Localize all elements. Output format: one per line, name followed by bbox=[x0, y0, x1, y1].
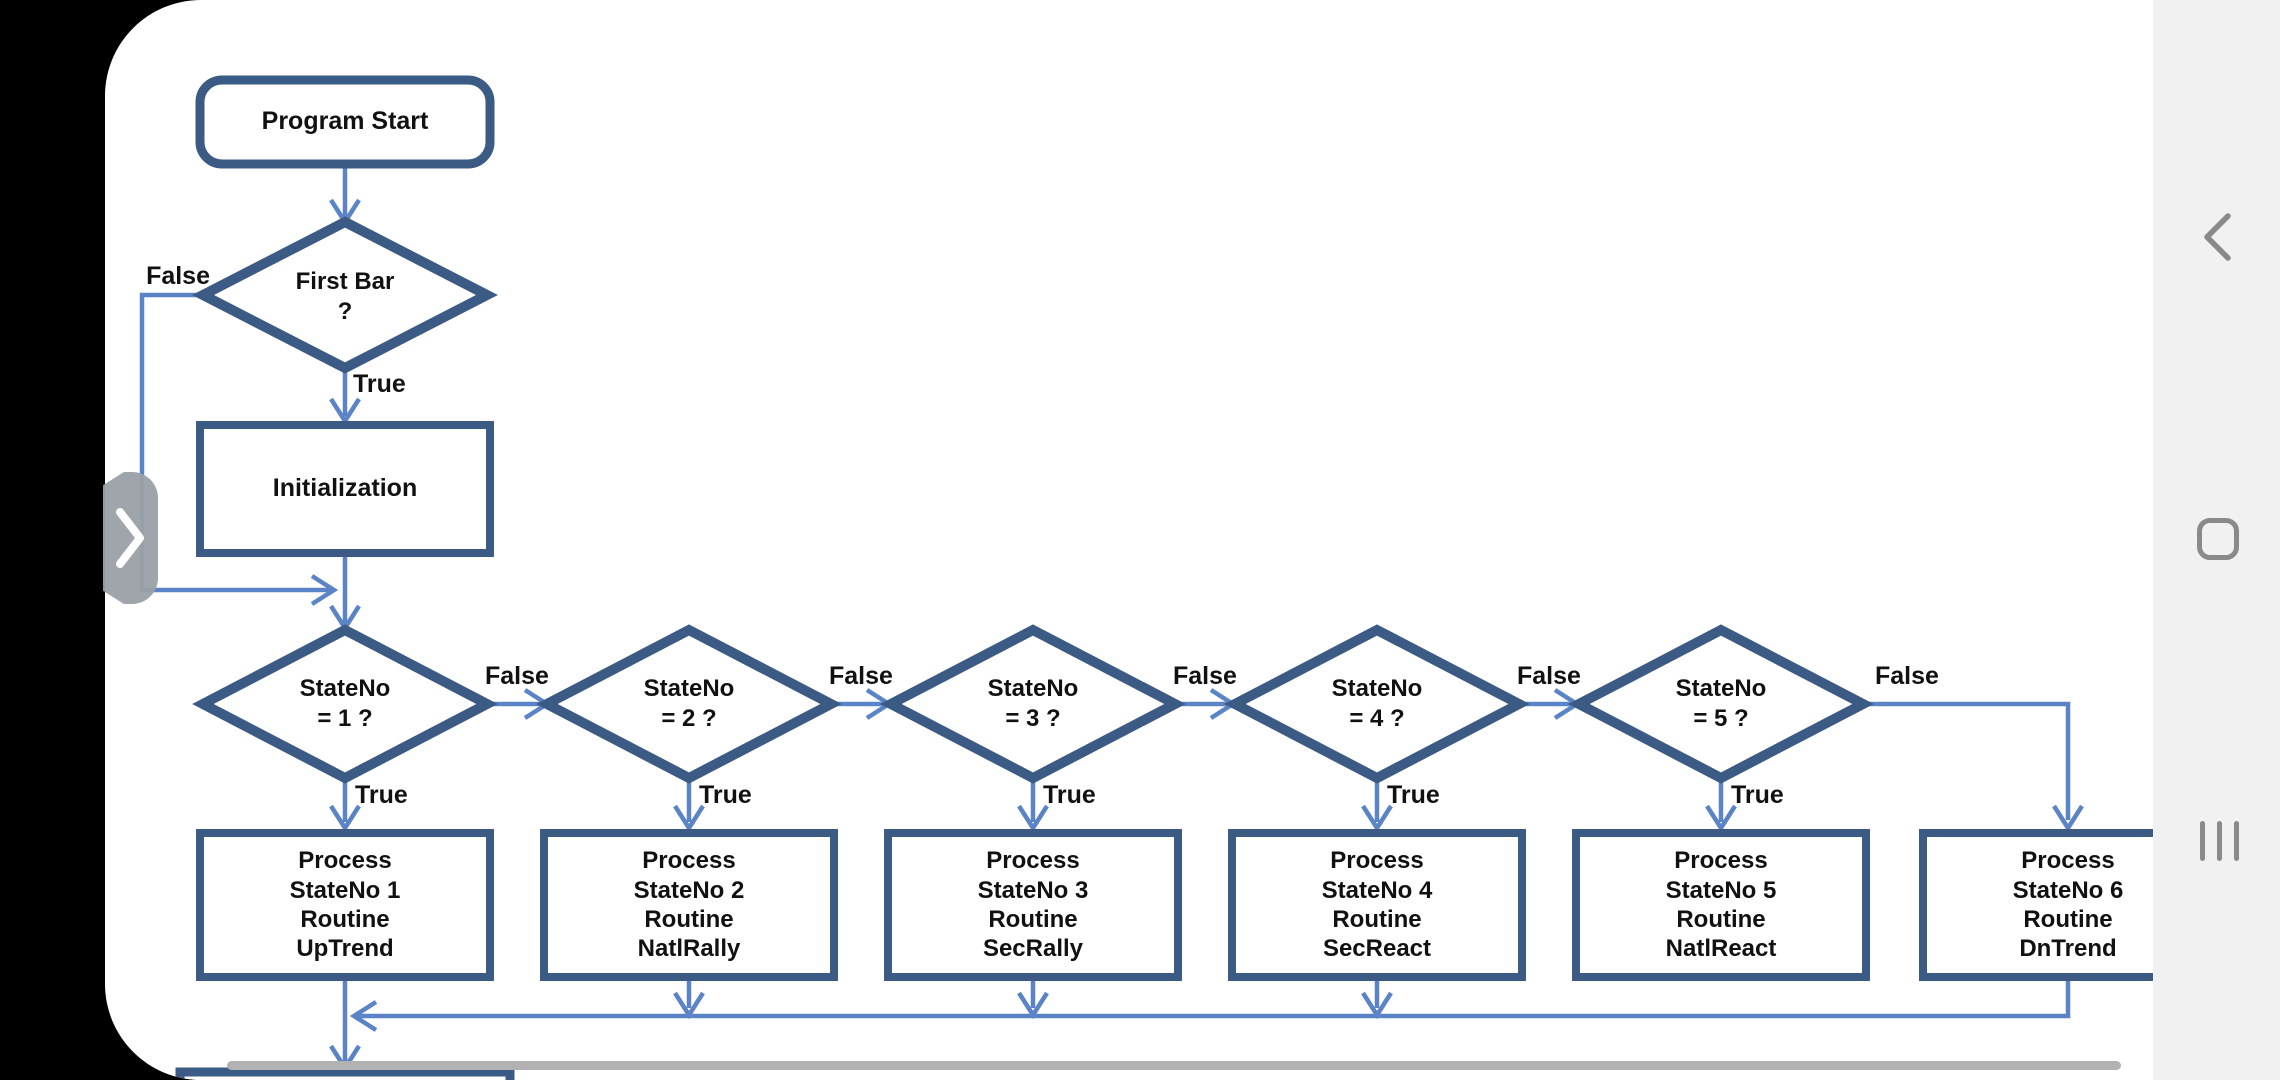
arrowhead-down-icon bbox=[1017, 991, 1049, 1020]
node-process-6: Process StateNo 6 Routine DnTrend bbox=[2012, 847, 2124, 963]
arrowhead-left-icon bbox=[349, 1000, 378, 1032]
flowchart-connectors bbox=[139, 164, 2084, 1073]
label-firstbar-false: False bbox=[146, 262, 210, 290]
node-process-1: Process StateNo 1 Routine UpTrend bbox=[289, 847, 401, 963]
label-d1-true: True bbox=[355, 781, 408, 809]
label-d5-false: False bbox=[1875, 662, 1939, 690]
chevron-right-icon bbox=[116, 508, 144, 568]
shape-process-6 bbox=[1919, 829, 2153, 981]
horizontal-scrollbar[interactable] bbox=[227, 1061, 2121, 1070]
label-d1-false: False bbox=[485, 662, 549, 690]
shape-process-4 bbox=[1228, 829, 1526, 981]
node-decision-4: StateNo = 4 ? bbox=[1331, 675, 1423, 732]
arrowhead-down-icon bbox=[673, 991, 705, 1020]
shape-program-start bbox=[195, 75, 495, 169]
label-d4-false: False bbox=[1517, 662, 1581, 690]
node-process-3: Process StateNo 3 Routine SecRally bbox=[977, 847, 1089, 963]
node-program-start: Program Start bbox=[261, 107, 429, 136]
shape-next-node-partial bbox=[175, 1067, 515, 1080]
node-process-2: Process StateNo 2 Routine NatlRally bbox=[633, 847, 745, 963]
document-viewer[interactable]: Program Start First Bar ? Initialization… bbox=[105, 0, 2153, 1080]
node-process-5: Process StateNo 5 Routine NatlReact bbox=[1665, 847, 1777, 963]
arrowhead-down-icon bbox=[673, 804, 705, 833]
shape-d3-diamond bbox=[880, 624, 1186, 784]
shape-process-5 bbox=[1572, 829, 1870, 981]
shape-initialization bbox=[196, 421, 494, 557]
home-button[interactable] bbox=[2197, 518, 2239, 560]
back-button[interactable] bbox=[2199, 211, 2239, 263]
shape-firstbar-diamond bbox=[192, 216, 498, 374]
arrowhead-down-icon bbox=[329, 804, 361, 833]
shape-process-1 bbox=[196, 829, 494, 981]
shape-process-2 bbox=[540, 829, 838, 981]
recents-button[interactable] bbox=[2200, 821, 2239, 861]
recents-bar-icon bbox=[2200, 821, 2205, 861]
node-process-4: Process StateNo 4 Routine SecReact bbox=[1321, 847, 1433, 963]
shape-d1-diamond bbox=[192, 624, 498, 784]
label-d3-false: False bbox=[1173, 662, 1237, 690]
flowchart-shapes bbox=[175, 75, 2153, 1080]
label-d2-false: False bbox=[829, 662, 893, 690]
android-nav-bar bbox=[2153, 0, 2280, 1080]
edge-panel-handle[interactable] bbox=[103, 472, 158, 604]
arrowhead-down-icon bbox=[1361, 804, 1393, 833]
node-initialization: Initialization bbox=[272, 474, 418, 503]
node-decision-2: StateNo = 2 ? bbox=[643, 675, 735, 732]
label-d4-true: True bbox=[1387, 781, 1440, 809]
chevron-left-icon bbox=[2204, 213, 2231, 261]
shape-d5-diamond bbox=[1568, 624, 1874, 784]
arrowhead-down-icon bbox=[2052, 804, 2084, 833]
arrowhead-down-icon bbox=[1705, 804, 1737, 833]
shape-process-3 bbox=[884, 829, 1182, 981]
arrowhead-down-icon bbox=[1361, 991, 1393, 1020]
shape-d4-diamond bbox=[1224, 624, 1530, 784]
label-d2-true: True bbox=[699, 781, 752, 809]
shape-d2-diamond bbox=[536, 624, 842, 784]
node-first-bar: First Bar ? bbox=[295, 268, 395, 325]
node-decision-5: StateNo = 5 ? bbox=[1675, 675, 1767, 732]
recents-bar-icon bbox=[2234, 821, 2239, 861]
edge-collector bbox=[354, 977, 2071, 1019]
arrowhead-right-icon bbox=[310, 574, 339, 606]
label-d5-true: True bbox=[1731, 781, 1784, 809]
label-firstbar-true: True bbox=[353, 370, 406, 398]
flowchart-page: Program Start First Bar ? Initialization… bbox=[105, 0, 2153, 1080]
recents-bar-icon bbox=[2217, 821, 2222, 861]
edge-firstbar-false-loop bbox=[139, 292, 330, 593]
flowchart-graphics bbox=[139, 75, 2153, 1080]
node-decision-3: StateNo = 3 ? bbox=[987, 675, 1079, 732]
edge-d5-false bbox=[1863, 701, 2071, 820]
arrowhead-down-icon bbox=[1017, 804, 1049, 833]
node-decision-1: StateNo = 1 ? bbox=[299, 675, 391, 732]
label-d3-true: True bbox=[1043, 781, 1096, 809]
